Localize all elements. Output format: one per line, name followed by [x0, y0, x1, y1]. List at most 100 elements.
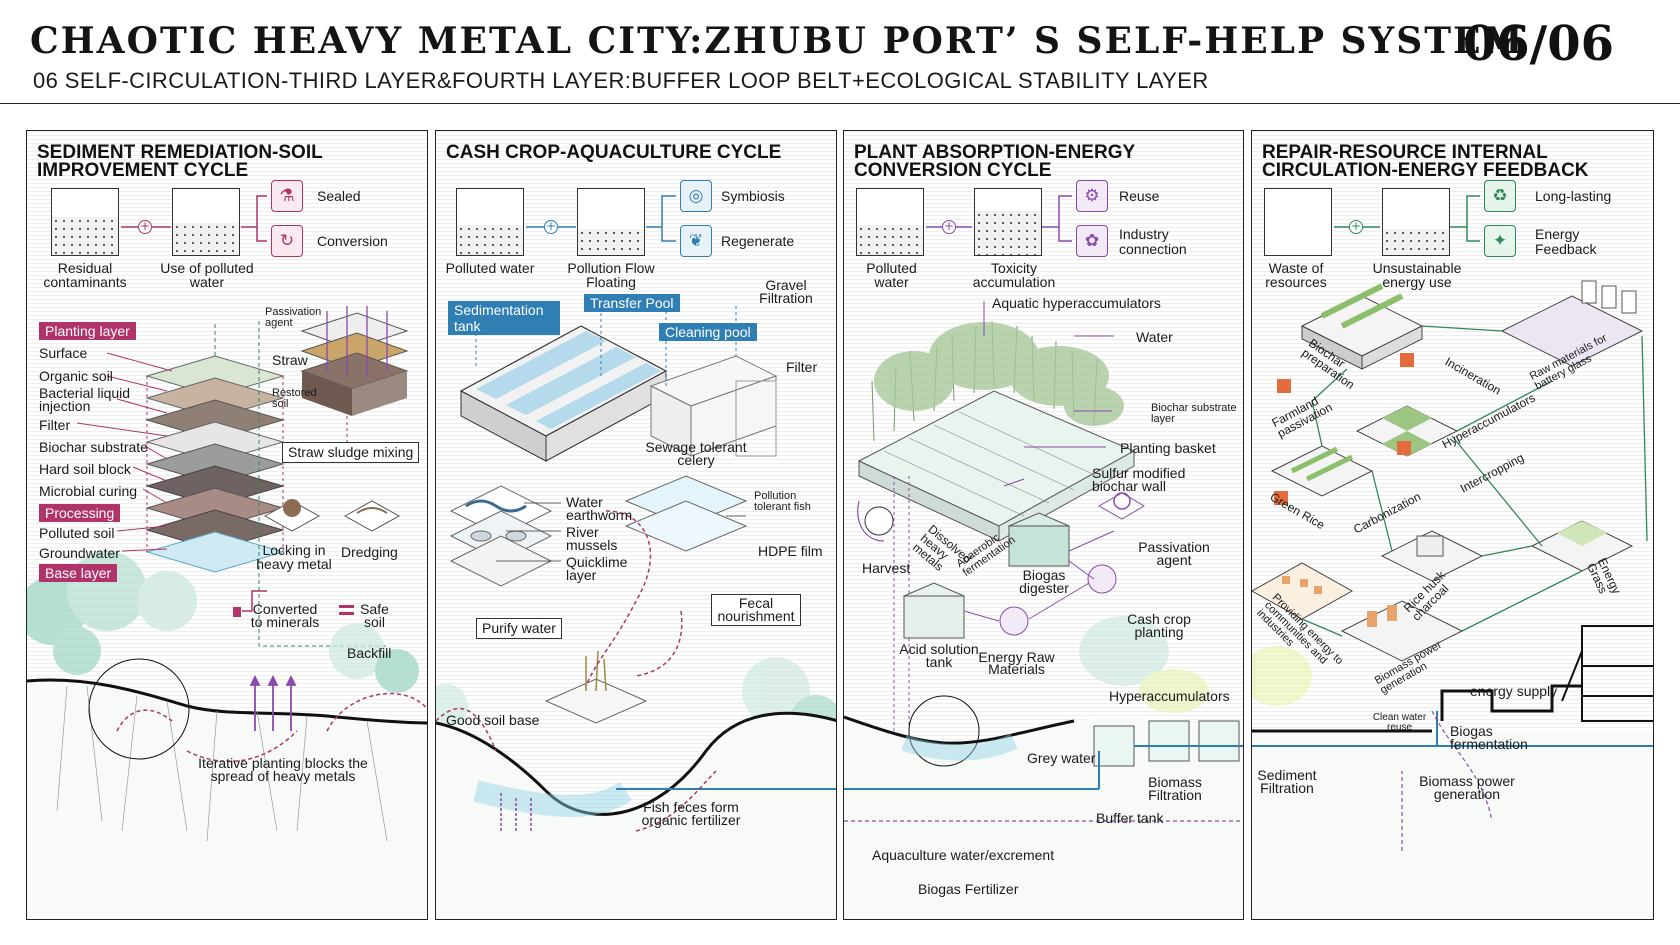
label-rawmat: Energy Raw Materials [978, 649, 1055, 677]
label-passivation: Passivation agent [265, 306, 322, 329]
label-hdpe: HDPE film [758, 543, 823, 559]
tag-planting-layer: Planting layer [39, 322, 136, 340]
tag-sedimentation: Sedimentation tank [448, 301, 560, 335]
panel-sediment-remediation: SEDIMENT REMEDIATION-SOIL IMPROVEMENT CY… [26, 130, 428, 920]
label-clean-water: Clean water reuse [1372, 712, 1427, 733]
label-biogas-fermentation: Biogas fermentation [1450, 723, 1528, 752]
gear-icon: ⚙ [1076, 180, 1108, 212]
label-biogas-fertilizer: Biogas Fertilizer [918, 881, 1019, 897]
label-energy-supply: energy supply [1470, 683, 1558, 699]
panel-title: CASH CROP-AQUACULTURE CYCLE [446, 142, 782, 163]
plus-icon: + [544, 219, 558, 234]
layer-label: Bacterial liquid injection [39, 385, 131, 414]
rice-bed [544, 650, 648, 724]
label-restored-soil: Restored soil [272, 387, 317, 410]
polluted-water-box [456, 188, 524, 256]
label-earthworm: Water earthworm [566, 494, 633, 523]
label-fish-feces: Fish feces form organic fertilizer [641, 799, 741, 828]
label-digester: Biogas digester [1019, 567, 1069, 596]
out-conversion: Conversion [317, 233, 388, 249]
label-cashcrop: Cash crop planting [1127, 611, 1191, 640]
layer-label: Organic soil [39, 368, 113, 384]
label-converted: Converted to minerals [250, 601, 320, 630]
label-quicklime: Quicklime layer [566, 554, 628, 583]
layer-label: Polluted soil [39, 525, 115, 541]
label-hyperaccumulators: Hyperaccumulators [1109, 688, 1230, 704]
panel1-graphics [27, 195, 427, 919]
label-mussels: River mussels [566, 524, 618, 553]
tile-providing [1252, 562, 1354, 620]
label-buffer: Buffer tank [1096, 810, 1164, 826]
fish-tank [624, 475, 748, 552]
polluted-water-box [172, 188, 240, 256]
acid-tank [902, 582, 966, 639]
main-title: CHAOTIC HEAVY METAL CITY:ZHUBU PORT’ S S… [30, 20, 1525, 62]
biogas-digester [1007, 512, 1071, 567]
label-water: Water [1136, 329, 1173, 345]
symbiosis-icon: ◎ [680, 180, 712, 212]
tile-battery [1500, 280, 1644, 367]
label-straw-mixing: Straw sludge mixing [282, 442, 420, 463]
polluted-water-box [856, 188, 924, 256]
panel-title: PLANT ABSORPTION-ENERGY CONVERSION CYCLE [854, 142, 1135, 181]
panel-title: SEDIMENT REMEDIATION-SOIL IMPROVEMENT CY… [37, 142, 323, 181]
label-passivation: Passivation agent [1138, 539, 1210, 568]
out-energy-feedback: Energy Feedback [1535, 226, 1597, 257]
layer-label: Biochar substrate [39, 439, 148, 455]
page-number: 06/06 [1462, 16, 1614, 72]
label-polluted-water: Polluted water [866, 260, 917, 290]
plus-icon: + [1349, 219, 1363, 234]
bed-stack [449, 485, 553, 587]
tag-cleaning-pool: Cleaning pool [659, 323, 757, 341]
panel4-graphics [1252, 194, 1653, 919]
layer-label: Filter [39, 417, 71, 433]
label-straw: Straw [272, 352, 308, 368]
tag-processing: Processing [39, 504, 121, 522]
toxicity-box [974, 188, 1042, 256]
label-unsustainable: Unsustainable energy use [1372, 260, 1462, 290]
straw-block [300, 312, 409, 416]
label-aquaculture: Aquaculture water/excrement [872, 847, 1055, 863]
flask-icon: ⚗ [271, 180, 303, 212]
label-biomass-filtration: Biomass Filtration [1148, 774, 1202, 803]
soil-layer-stack [145, 355, 285, 573]
label-acid: Acid solution tank [899, 641, 979, 670]
recycle-icon: ♻ [1484, 180, 1516, 212]
channel-tanks [459, 325, 668, 462]
layer-label: Groundwater [39, 545, 120, 561]
label-sulfur: Sulfur modified biochar wall [1092, 465, 1186, 494]
label-gravel: Gravel Filtration [759, 277, 813, 306]
label-basket: Planting basket [1120, 440, 1216, 456]
buffer-tanks [1093, 720, 1240, 767]
rawmat-icon [999, 606, 1029, 636]
tile-biochar [1300, 283, 1424, 370]
passivation-icon [1097, 492, 1145, 520]
filter-box [649, 355, 778, 457]
tag-base-layer: Base layer [39, 564, 118, 582]
label-filter: Filter [786, 359, 818, 375]
label-celery: Sewage tolerant celery [645, 439, 747, 468]
label-fish: Pollution tolerant fish [754, 490, 811, 513]
cycle-icon: ↻ [271, 225, 303, 257]
plant-icon: ✿ [1076, 225, 1108, 257]
layer-label: Microbial curing [39, 483, 138, 499]
label-sediment: Sediment Filtration [1257, 767, 1317, 796]
label-toxicity: Toxicity accumulation [972, 260, 1056, 290]
label-use-polluted: Use of polluted water [160, 260, 254, 290]
label-polluted-water: Polluted water [445, 260, 535, 276]
label-harvest: Harvest [862, 560, 911, 576]
plus-icon: + [942, 219, 956, 234]
out-symbiosis: Symbiosis [721, 188, 785, 204]
cashcrop-icon [1087, 564, 1117, 594]
plus-icon: + [138, 219, 152, 234]
building [1561, 625, 1653, 722]
tile-husk [1380, 530, 1484, 582]
waste-box [1264, 188, 1332, 256]
layer-label: Surface [39, 345, 88, 361]
label-biomass-gen: Biomass power generation [1419, 773, 1515, 802]
energy-pipe [1440, 684, 1582, 721]
bulb-icon: ✦ [1484, 225, 1516, 257]
out-regenerate: Regenerate [721, 233, 795, 249]
residual-contaminants-box [51, 188, 119, 256]
planting-platform [857, 390, 1136, 542]
